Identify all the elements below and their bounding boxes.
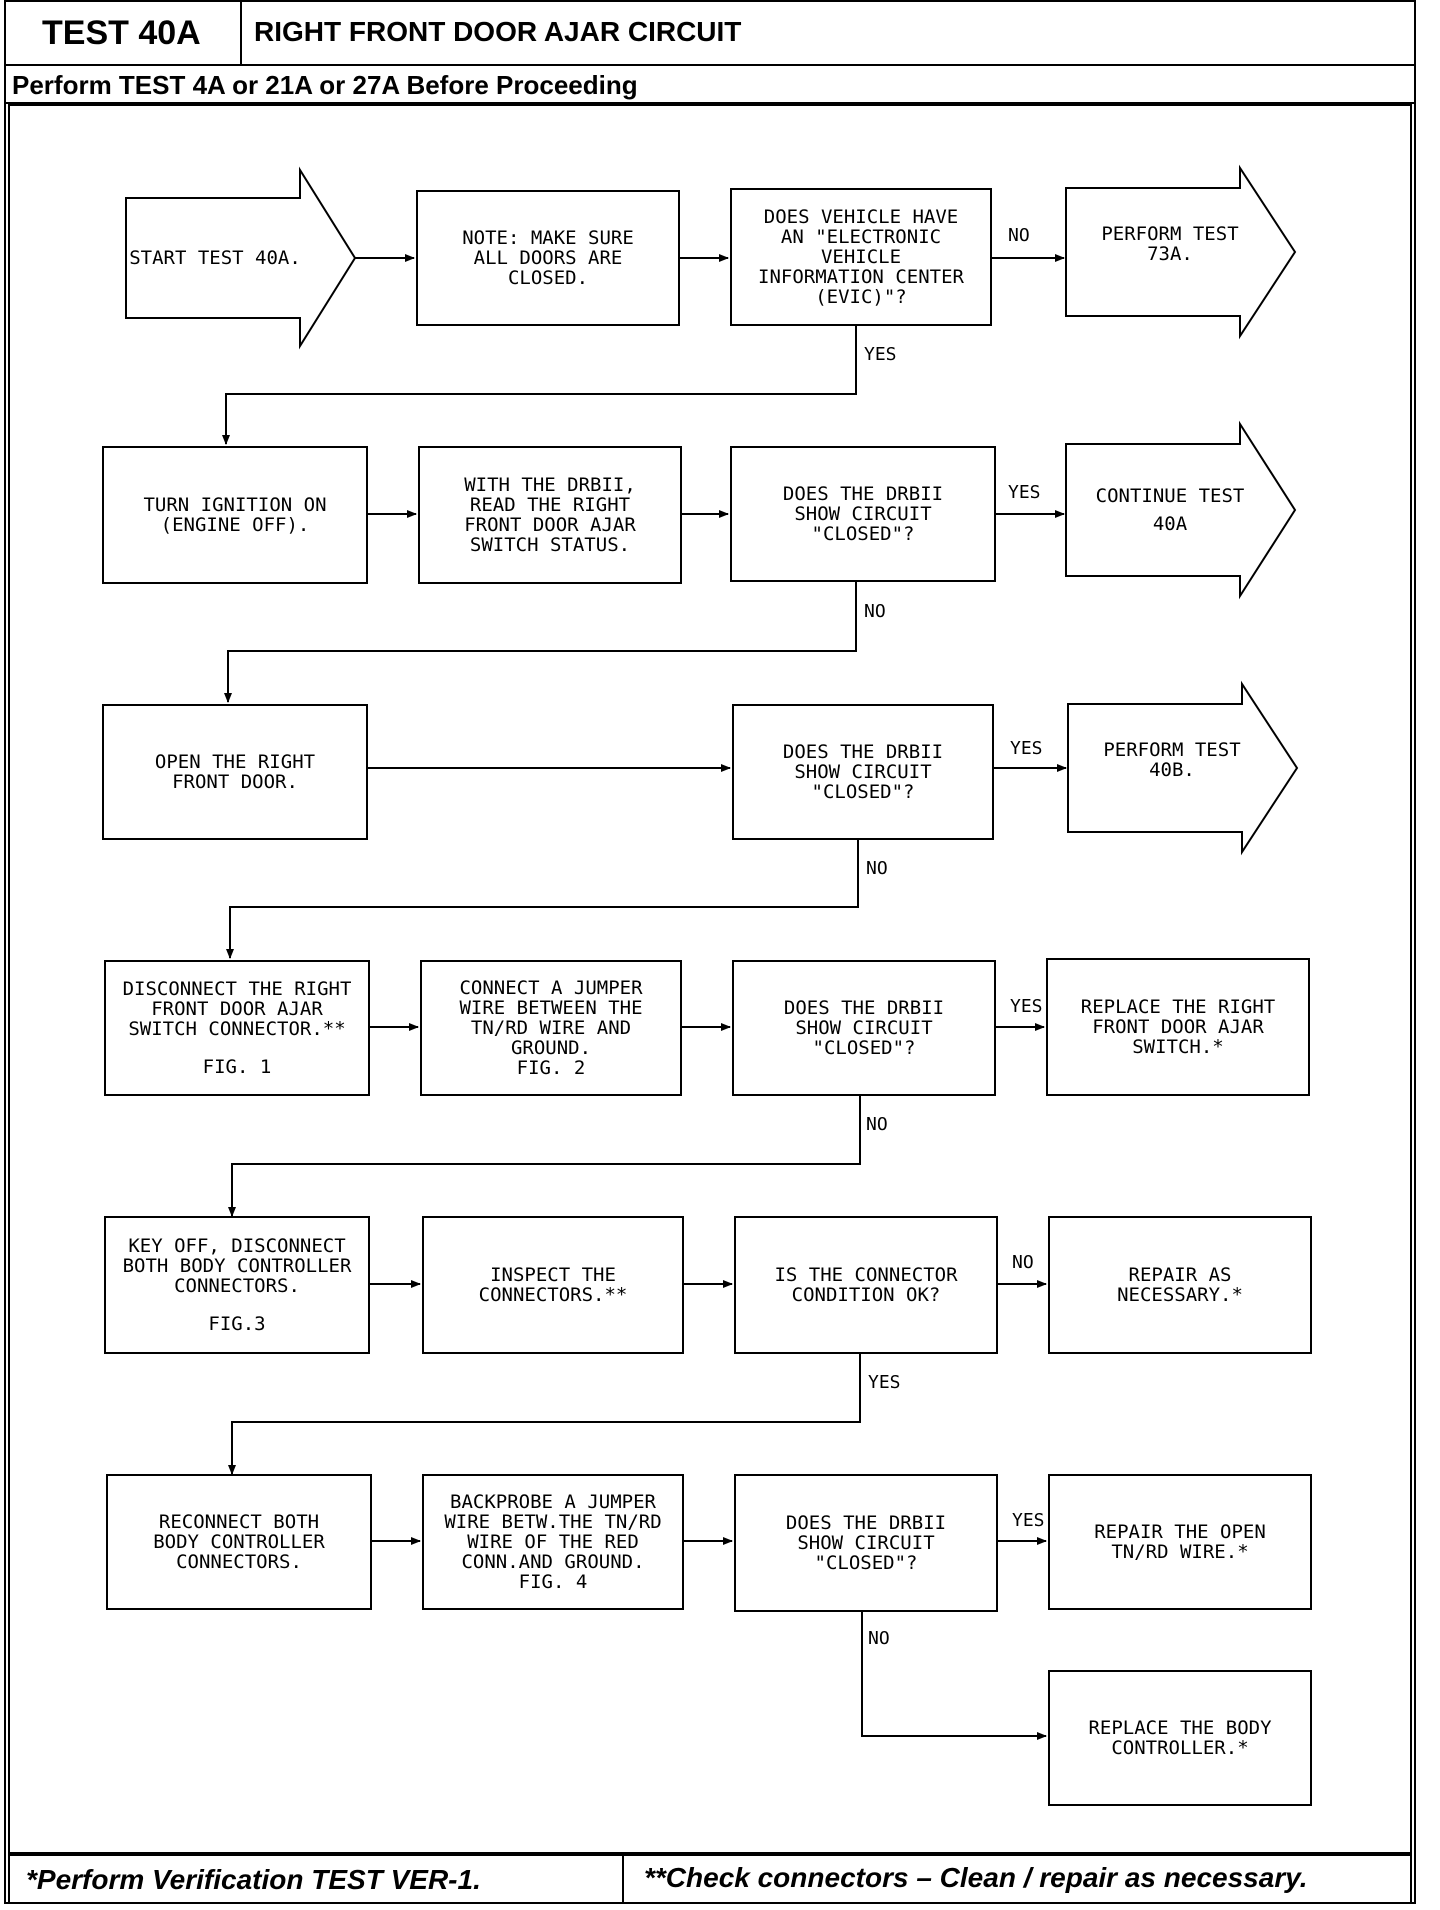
- diagram-frame: [8, 104, 1412, 1854]
- q3-yes-label: YES: [1010, 996, 1043, 1017]
- disconnect-switch-text: DISCONNECT THE RIGHT FRONT DOOR AJAR SWI…: [122, 978, 352, 1040]
- q2-yes-label: YES: [1010, 738, 1043, 759]
- connector-q3-no: [228, 1095, 861, 1217]
- start-test-label: START TEST 40A.: [129, 247, 301, 269]
- repair-as-necessary-box: REPAIR AS NECESSARY.*: [1048, 1216, 1312, 1354]
- connector-condition-question: IS THE CONNECTOR CONDITION OK?: [734, 1216, 998, 1354]
- ignition-on-box: TURN IGNITION ON (ENGINE OFF).: [102, 446, 368, 584]
- open-door-box: OPEN THE RIGHT FRONT DOOR.: [102, 704, 368, 840]
- reconnect-connectors-box: RECONNECT BOTH BODY CONTROLLER CONNECTOR…: [106, 1474, 372, 1610]
- inspect-connectors-box: INSPECT THE CONNECTORS.**: [422, 1216, 684, 1354]
- evic-yes-label: YES: [864, 344, 897, 365]
- read-switch-status-box: WITH THE DRBII, READ THE RIGHT FRONT DOO…: [418, 446, 682, 584]
- replace-switch-box: REPLACE THE RIGHT FRONT DOOR AJAR SWITCH…: [1046, 958, 1310, 1096]
- q4-yes-label: YES: [1012, 1510, 1045, 1531]
- fig-3-reference: FIG.3: [208, 1313, 266, 1335]
- backprobe-jumper-text: BACKPROBE A JUMPER WIRE BETW.THE TN/RD W…: [444, 1491, 662, 1573]
- continue-40a-arrow-shape: [1065, 420, 1297, 600]
- q4-no-label: NO: [868, 1628, 890, 1649]
- connector-qconn-yes: [228, 1352, 861, 1475]
- perform-40b-label: PERFORM TEST 40B.: [1103, 739, 1241, 781]
- backprobe-jumper-box: BACKPROBE A JUMPER WIRE BETW.THE TN/RD W…: [422, 1474, 684, 1610]
- replace-body-controller-box: REPLACE THE BODY CONTROLLER.*: [1048, 1670, 1312, 1806]
- connector-q4-no: [861, 1610, 1047, 1740]
- circuit-closed-question-4: DOES THE DRBII SHOW CIRCUIT "CLOSED"?: [734, 1474, 998, 1612]
- connector-q2-no: [226, 838, 859, 959]
- q1-no-label: NO: [864, 601, 886, 622]
- fig-4-reference: FIG. 4: [518, 1571, 588, 1593]
- q2-no-label: NO: [866, 858, 888, 879]
- test-id: TEST 40A: [42, 14, 201, 52]
- evic-no-label: NO: [1008, 225, 1030, 246]
- key-off-disconnect-text: KEY OFF, DISCONNECT BOTH BODY CONTROLLER…: [122, 1235, 352, 1297]
- connect-jumper-box: CONNECT A JUMPER WIRE BETWEEN THE TN/RD …: [420, 960, 682, 1096]
- prerequisite-note: Perform TEST 4A or 21A or 27A Before Pro…: [12, 70, 638, 100]
- perform-73a-label: PERFORM TEST 73A.: [1101, 223, 1239, 265]
- repair-open-wire-box: REPAIR THE OPEN TN/RD WIRE.*: [1048, 1474, 1312, 1610]
- qconn-no-label: NO: [1012, 1252, 1034, 1273]
- fig-1-reference: FIG. 1: [202, 1056, 272, 1078]
- perform-73a-arrow-shape: [1065, 164, 1297, 340]
- q1-yes-label: YES: [1008, 482, 1041, 503]
- circuit-closed-question-3: DOES THE DRBII SHOW CIRCUIT "CLOSED"?: [732, 960, 996, 1096]
- continue-40a-label: CONTINUE TEST 40A: [1095, 485, 1245, 535]
- evic-question-box: DOES VEHICLE HAVE AN "ELECTRONIC VEHICLE…: [730, 188, 992, 326]
- fig-2-reference: FIG. 2: [516, 1057, 586, 1079]
- connector-evic-yes: [222, 326, 857, 445]
- qconn-yes-label: YES: [868, 1372, 901, 1393]
- footer-verification-note: *Perform Verification TEST VER-1.: [26, 1864, 481, 1895]
- circuit-closed-question-2: DOES THE DRBII SHOW CIRCUIT "CLOSED"?: [732, 704, 994, 840]
- circuit-closed-question-1: DOES THE DRBII SHOW CIRCUIT "CLOSED"?: [730, 446, 996, 582]
- key-off-disconnect-box: KEY OFF, DISCONNECT BOTH BODY CONTROLLER…: [104, 1216, 370, 1354]
- start-arrow-shape: [125, 166, 357, 350]
- connect-jumper-text: CONNECT A JUMPER WIRE BETWEEN THE TN/RD …: [459, 977, 643, 1059]
- connector-q1-no: [224, 582, 857, 703]
- header-divider: [4, 64, 1416, 104]
- disconnect-switch-box: DISCONNECT THE RIGHT FRONT DOOR AJAR SWI…: [104, 960, 370, 1096]
- perform-40b-arrow-shape: [1067, 680, 1299, 856]
- footer-right-cell: [622, 1854, 1412, 1904]
- note-doors-closed-box: NOTE: MAKE SURE ALL DOORS ARE CLOSED.: [416, 190, 680, 326]
- page-title: RIGHT FRONT DOOR AJAR CIRCUIT: [254, 16, 742, 47]
- footer-connector-note: **Check connectors – Clean / repair as n…: [644, 1862, 1308, 1893]
- q3-no-label: NO: [866, 1114, 888, 1135]
